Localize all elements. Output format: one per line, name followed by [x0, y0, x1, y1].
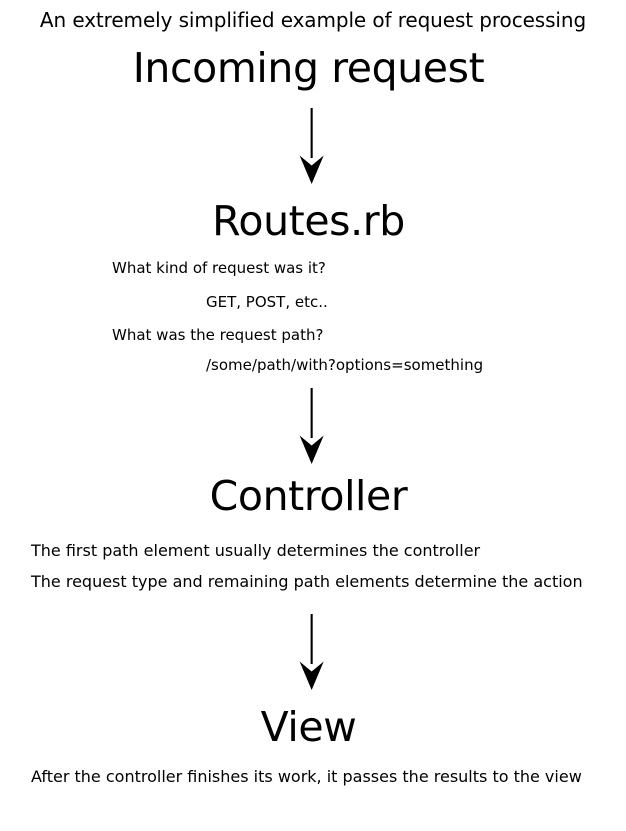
controller-detail-action: The request type and remaining path elem…: [31, 572, 583, 591]
stage-heading-controller: Controller: [209, 472, 408, 520]
routes-detail-request-kind: What kind of request was it?: [112, 259, 326, 277]
controller-detail-path-element: The first path element usually determine…: [31, 541, 481, 560]
view-detail-results: After the controller finishes its work, …: [31, 767, 582, 786]
stage-heading-view: View: [260, 703, 357, 751]
page-title: An extremely simplified example of reque…: [39, 8, 587, 32]
stage-heading-routes-rb: Routes.rb: [212, 197, 405, 245]
down-arrow-icon: [298, 614, 326, 690]
down-arrow-icon: [298, 388, 326, 464]
routes-detail-request-verbs: GET, POST, etc..: [206, 293, 328, 311]
routes-detail-request-path: What was the request path?: [112, 326, 324, 344]
routes-detail-example-url: /some/path/with?options=something: [206, 356, 484, 374]
down-arrow-icon: [298, 108, 326, 184]
stage-heading-incoming-request: Incoming request: [132, 44, 485, 92]
